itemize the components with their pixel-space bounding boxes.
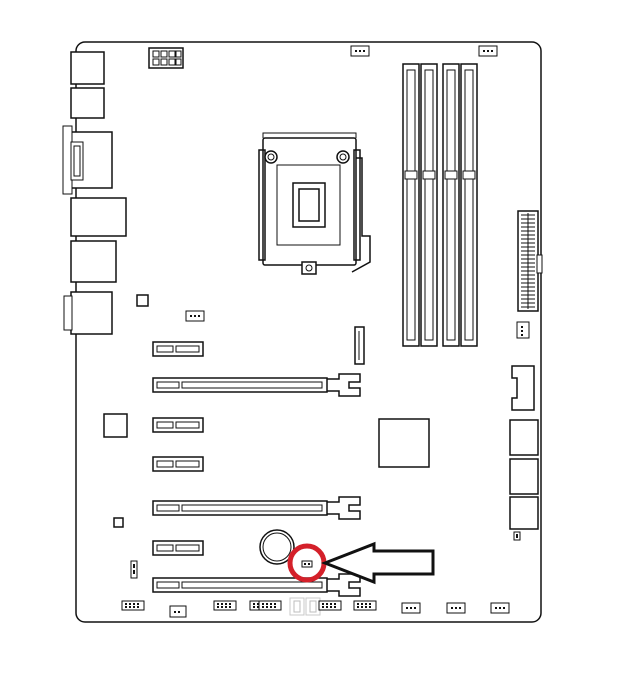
bottom-header-4 <box>318 600 342 611</box>
chipset <box>378 418 430 468</box>
bottom-header-6 <box>401 602 421 614</box>
cpu-socket <box>258 132 371 275</box>
usb3-header <box>511 365 535 411</box>
chip-small-1 <box>136 294 149 307</box>
sata-port-3 <box>509 496 539 530</box>
pcie-x1-slot-3 <box>152 456 204 472</box>
bottom-header-5 <box>353 600 377 611</box>
pcie-x16-slot-1 <box>152 373 361 397</box>
pcie-x1-slot-2 <box>152 417 204 433</box>
chip-medium <box>103 413 128 438</box>
arrow-left-icon <box>320 541 435 585</box>
pcie-x16-slot-3 <box>152 573 361 597</box>
fan-header-mid <box>185 310 205 322</box>
bottom-header-1 <box>121 600 145 611</box>
sata-port-1 <box>509 419 539 456</box>
fan-header-top-1 <box>350 45 370 57</box>
debug-led-display <box>289 597 321 616</box>
chip-small-2 <box>113 517 124 528</box>
cmos-battery <box>259 529 295 565</box>
sata-port-2 <box>509 458 539 495</box>
bottom-header-7 <box>446 602 466 614</box>
pcie-x1-slot-1 <box>152 341 204 357</box>
bottom-header-3b <box>258 600 282 611</box>
pcie-x16-slot-2 <box>152 496 361 520</box>
atx-power-connector <box>517 210 543 312</box>
dimm-slots <box>402 63 478 347</box>
rear-io-panel <box>62 51 127 335</box>
pcie-x1-slot-4 <box>152 540 204 556</box>
bottom-header-8 <box>490 602 510 614</box>
cpu-power-connector <box>148 47 184 69</box>
bottom-header-2 <box>213 600 237 611</box>
clear-cmos-jumper <box>301 560 313 568</box>
fan-header-top-2 <box>478 45 498 57</box>
jumper-left <box>130 560 138 579</box>
bottom-fan-header <box>169 605 187 618</box>
